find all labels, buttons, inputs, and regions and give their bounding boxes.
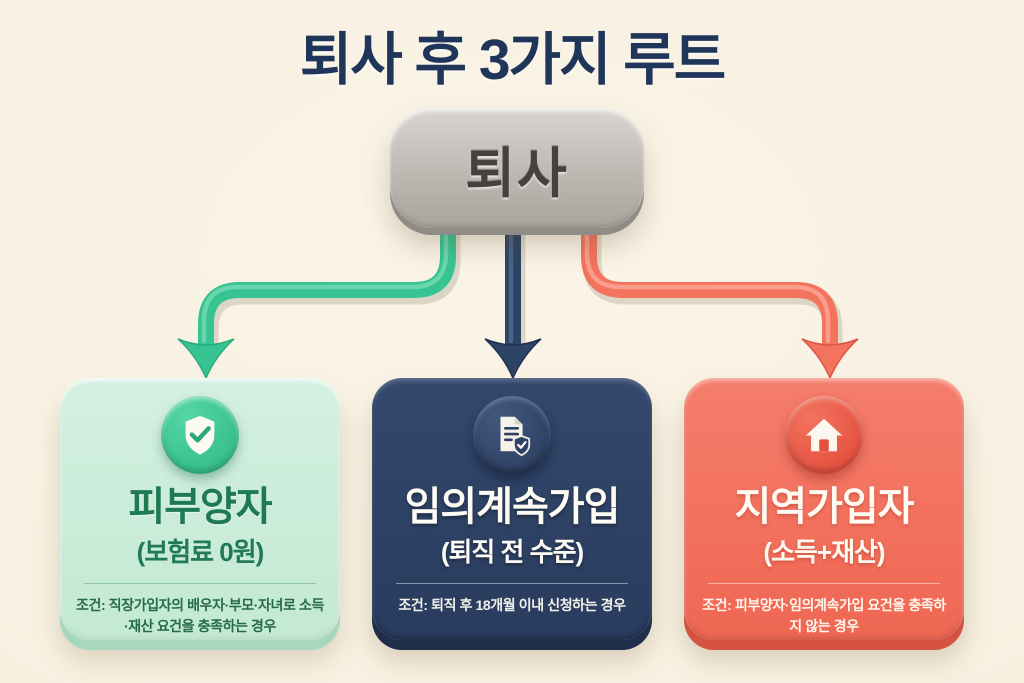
arrow-voluntary xyxy=(484,206,542,380)
card-divider xyxy=(708,583,940,584)
card-dependent: 피부양자 (보험료 0원) 조건: 직장가입자의 배우자·부모·자녀로 소득·재… xyxy=(60,378,340,640)
document-check-icon xyxy=(473,396,551,474)
root-node: 퇴사 xyxy=(390,108,644,228)
card-voluntary: 임의계속가입 (퇴직 전 수준) 조건: 퇴직 후 18개월 이내 신청하는 경… xyxy=(372,378,652,640)
card-title: 피부양자 xyxy=(128,485,272,529)
card-subtitle: (퇴직 전 수준) xyxy=(440,537,584,567)
card-regional: 지역가입자 (소득+재산) 조건: 피부양자·임의계속가입 요건을 충족하지 않… xyxy=(684,378,964,640)
arrow-dependent xyxy=(177,206,461,380)
card-condition: 조건: 직장가입자의 배우자·부모·자녀로 소득·재산 요건을 충족하는 경우 xyxy=(76,597,324,634)
card-subtitle: (보험료 0원) xyxy=(136,537,265,567)
root-node-label: 퇴사 xyxy=(465,143,569,204)
card-subtitle: (소득+재산) xyxy=(763,537,885,567)
card-divider xyxy=(396,583,628,584)
arrow-regional xyxy=(581,206,859,380)
card-title: 지역가입자 xyxy=(734,485,915,529)
card-divider xyxy=(84,583,316,584)
shield-check-icon xyxy=(161,396,239,474)
card-condition: 조건: 퇴직 후 18개월 이내 신청하는 경우 xyxy=(398,597,626,613)
card-condition: 조건: 피부양자·임의계속가입 요건을 충족하지 않는 경우 xyxy=(702,597,946,634)
page-title: 퇴사 후 3가지 루트 xyxy=(299,28,726,92)
house-icon xyxy=(785,396,863,474)
card-title: 임의계속가입 xyxy=(404,485,621,529)
